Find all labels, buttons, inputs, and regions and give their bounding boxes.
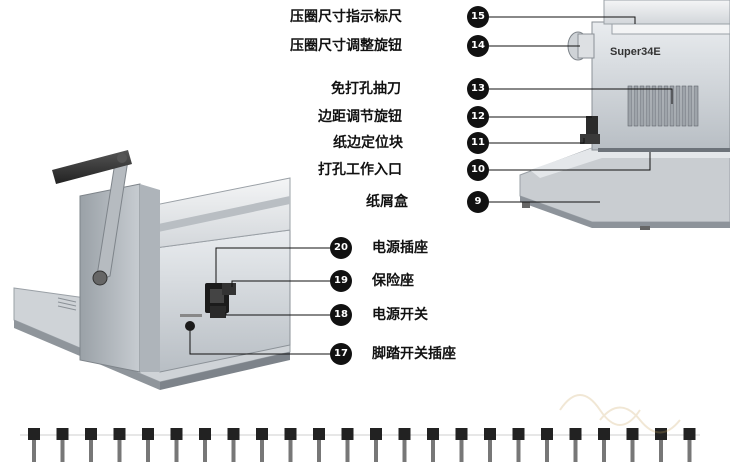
comb-tooth — [484, 428, 496, 462]
comb-tooth — [142, 428, 154, 462]
comb-tooth — [398, 428, 411, 462]
badge-12: 12 — [467, 106, 489, 128]
comb-tooth — [626, 428, 639, 462]
comb-tooth — [199, 428, 211, 462]
comb-tooth — [256, 428, 268, 462]
badge-14: 14 — [467, 35, 489, 57]
label-waste-tray: 纸屑盒 — [366, 194, 408, 210]
comb-tooth — [341, 428, 354, 462]
binding-comb-strip — [20, 428, 700, 462]
comb-tooth — [541, 428, 553, 462]
power-switch — [210, 306, 226, 318]
badge-13: 13 — [467, 78, 489, 100]
label-foot-pedal: 脚踏开关插座 — [372, 346, 456, 362]
comb-tooth — [113, 428, 126, 462]
left-machine — [13, 150, 291, 390]
badge-17: 17 — [330, 343, 352, 365]
vent-slots — [57, 297, 77, 311]
comb-tooth — [427, 428, 439, 462]
handle-grip — [52, 150, 132, 184]
size-scale — [611, 23, 730, 35]
comb-tooth — [455, 428, 468, 462]
fuse-holder — [222, 283, 236, 295]
comb-tooth — [569, 428, 582, 462]
comb-tooth — [284, 428, 297, 462]
comb-tooth — [655, 428, 667, 462]
comb-tooth — [28, 428, 40, 462]
comb-tooth — [683, 428, 696, 462]
comb-tooth — [85, 428, 97, 462]
badge-11: 11 — [467, 132, 489, 154]
badge-19: 19 — [330, 270, 352, 292]
machine-model-logo: Super34E — [610, 46, 661, 58]
foot-pedal-socket — [185, 321, 195, 331]
comb-tooth — [170, 428, 183, 462]
badge-18: 18 — [330, 304, 352, 326]
handle-pivot — [92, 270, 108, 286]
label-size-scale: 压圈尺寸指示标尺 — [290, 9, 402, 25]
label-power-socket: 电源插座 — [372, 240, 428, 256]
comb-tooth — [512, 428, 525, 462]
badge-9: 9 — [467, 191, 489, 213]
label-no-punch-drawer: 免打孔抽刀 — [331, 81, 401, 97]
label-power-switch: 电源开关 — [372, 307, 428, 323]
badge-15: 15 — [467, 6, 489, 28]
comb-tooth — [227, 428, 240, 462]
badge-20: 20 — [330, 237, 352, 259]
label-paper-guide: 纸边定位块 — [333, 135, 403, 151]
comb-tooth — [56, 428, 69, 462]
label-margin-knob: 边距调节旋钮 — [318, 109, 402, 125]
comb-tooth — [313, 428, 325, 462]
watermark — [559, 394, 681, 434]
paper-guide-block — [580, 134, 600, 144]
comb-tooth — [598, 428, 610, 462]
right-machine — [519, 0, 730, 230]
leader-lines — [189, 16, 673, 355]
comb-tooth — [370, 428, 382, 462]
label-punch-entrance: 打孔工作入口 — [318, 162, 402, 178]
comb-coils — [627, 85, 699, 127]
label-size-knob: 压圈尺寸调整旋钮 — [290, 38, 402, 54]
top-cover — [603, 0, 730, 25]
badge-10: 10 — [467, 159, 489, 181]
punch-slot — [598, 148, 730, 152]
margin-knob — [586, 116, 598, 136]
label-fuse-holder: 保险座 — [372, 273, 414, 289]
